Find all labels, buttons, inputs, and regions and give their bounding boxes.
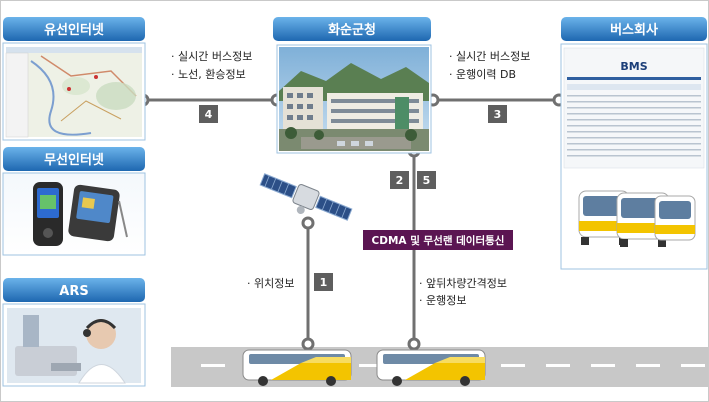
county-to-internet-info-1: · 실시간 버스정보 (171, 50, 252, 63)
bms-label: BMS (620, 60, 647, 73)
panel-bus-company: 버스회사 BMS (560, 17, 708, 270)
phone-image-1 (33, 182, 63, 246)
call-center-image (7, 308, 141, 384)
number-badges: 4 3 2 5 1 (199, 105, 507, 291)
communication-label: CDMA 및 무선랜 데이터통신 (363, 230, 513, 250)
road-bus-right (376, 349, 486, 386)
bms-screen-image: BMS (563, 47, 705, 169)
node-gps (301, 216, 315, 230)
map-image (5, 47, 142, 138)
bus-to-county-info-2: · 운행이력 DB (449, 68, 516, 81)
node-bus-right (407, 337, 421, 351)
bus-state-info-1: · 앞뒤차량간격정보 (419, 277, 507, 290)
panel-county-office: 화순군청 (273, 17, 432, 154)
phone-image-2 (68, 184, 128, 242)
satellite-icon (259, 173, 353, 221)
bus-to-county-info-1: · 실시간 버스정보 (449, 50, 530, 63)
gps-info: · 위치정보 (247, 277, 294, 290)
svg-text:5: 5 (423, 174, 431, 187)
svg-text:2: 2 (396, 174, 404, 187)
svg-text:4: 4 (205, 108, 213, 121)
ars-title: ARS (59, 284, 88, 299)
badge-5: 5 (417, 171, 436, 189)
wireless-internet-title: 무선인터넷 (44, 152, 104, 168)
panel-ars: ARS (2, 278, 146, 387)
panel-wireless-internet: 무선인터넷 (2, 147, 146, 256)
svg-text:3: 3 (494, 108, 502, 121)
county-to-internet-info-2: · 노선, 환승정보 (171, 68, 246, 81)
node-bus-left (301, 337, 315, 351)
badge-3: 3 (488, 105, 507, 123)
info-texts: · 실시간 버스정보 · 노선, 환승정보 · 실시간 버스정보 · 운행이력 … (171, 50, 530, 307)
road-bus-left (242, 349, 352, 386)
county-title: 화순군청 (328, 22, 376, 38)
panel-wired-internet: 유선인터넷 (2, 17, 146, 141)
bus-company-buses-image (578, 190, 696, 247)
bus-company-title: 버스회사 (610, 22, 658, 38)
wired-internet-title: 유선인터넷 (44, 22, 104, 38)
communication-label-text: CDMA 및 무선랜 데이터통신 (372, 234, 505, 247)
bus-state-info-2: · 운행정보 (419, 294, 466, 307)
county-building-image (279, 47, 429, 151)
svg-text:1: 1 (320, 276, 328, 289)
company-bus-3 (654, 195, 696, 241)
badge-4: 4 (199, 105, 218, 123)
badge-2: 2 (390, 171, 409, 189)
badge-1: 1 (314, 273, 333, 291)
